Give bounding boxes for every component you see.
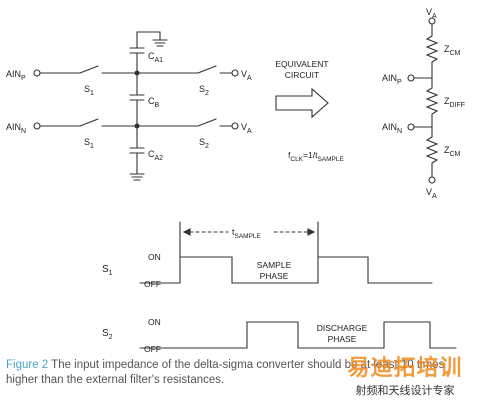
- ain-n-label: AINN: [6, 122, 26, 135]
- zcm-bottom-label: ZCM: [444, 145, 461, 158]
- right-va-top-label: VA: [426, 7, 437, 20]
- watermark-title: 易迪拓培训: [347, 356, 463, 381]
- s1-on-label: ON: [148, 252, 161, 262]
- s1-bottom-switch: [79, 118, 99, 127]
- s1-waveform: [139, 256, 433, 284]
- ca2-label: CA2: [148, 149, 163, 162]
- tsample-label: tSAMPLE: [232, 227, 262, 240]
- equivalence-arrow: [275, 87, 329, 119]
- figure-label: Figure 2: [6, 359, 49, 371]
- s2-top-label: S2: [199, 84, 209, 97]
- discharge-phase-line1: DISCHARGE: [317, 323, 368, 333]
- equivalent-circuit: [407, 17, 439, 184]
- ain-p-terminal: [33, 69, 41, 77]
- s2-bottom-switch: [197, 118, 217, 127]
- s2-bottom-label: S2: [199, 137, 209, 150]
- caption-text: The input impedance of the delta-sigma c…: [6, 359, 445, 386]
- s2-on-label: ON: [148, 317, 161, 327]
- s1-top-label: S1: [84, 84, 94, 97]
- va-bottom-label: VA: [241, 122, 252, 135]
- timing-diagram: [139, 221, 457, 349]
- fclk-formula: fCLK=1/tSAMPLE: [288, 150, 344, 163]
- s1-top-switch: [79, 65, 99, 74]
- s1-timing-label: S1: [102, 264, 113, 277]
- right-ain-n-label: AINN: [382, 122, 402, 135]
- cb-label: CB: [148, 96, 160, 109]
- input-sampling-circuit: [33, 31, 239, 181]
- ain-p-label: AINP: [6, 69, 26, 82]
- zdiff-resistor: [425, 87, 439, 115]
- va-top-terminal: [231, 69, 239, 77]
- sample-phase-line2: PHASE: [260, 271, 289, 281]
- s1-bottom-label: S1: [84, 137, 94, 150]
- zcm-top-resistor: [425, 35, 439, 63]
- equivalent-title-2: CIRCUIT: [285, 70, 319, 80]
- ca1-label: CA1: [148, 51, 163, 64]
- ain-n-terminal: [33, 122, 41, 130]
- zdiff-label: ZDIFF: [444, 96, 465, 109]
- ground-top: [136, 31, 168, 47]
- right-va-bottom-label: VA: [426, 187, 437, 200]
- va-bottom-terminal: [231, 122, 239, 130]
- watermark-logo: 易迪拓培训 射频和天线设计专家: [330, 350, 480, 398]
- ground-bottom: [129, 173, 145, 181]
- zcm-bottom-resistor: [425, 136, 439, 164]
- s2-top-switch: [197, 65, 217, 74]
- discharge-phase-line2: PHASE: [328, 334, 357, 344]
- va-top-label: VA: [241, 69, 252, 82]
- watermark-subtitle: 射频和天线设计专家: [355, 384, 455, 397]
- sample-phase-line1: SAMPLE: [257, 260, 292, 270]
- zcm-top-label: ZCM: [444, 44, 461, 57]
- s2-off-label: OFF: [144, 344, 161, 354]
- figure-caption: Figure 2 The input impedance of the delt…: [6, 358, 476, 388]
- s1-off-label: OFF: [144, 279, 161, 289]
- s2-waveform: [139, 321, 457, 349]
- equivalent-title-1: EQUIVALENT: [275, 59, 328, 69]
- right-ain-p-label: AINP: [382, 73, 402, 86]
- s2-timing-label: S2: [102, 328, 113, 341]
